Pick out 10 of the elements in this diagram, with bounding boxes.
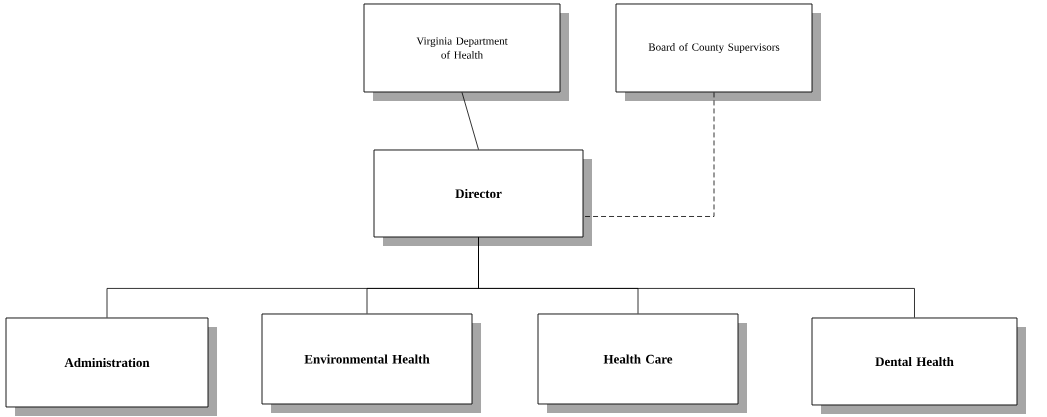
org-box: Environmental Health [261,313,481,413]
connector-line [478,237,915,318]
org-box: Administration [5,317,217,416]
connector-line [583,92,715,217]
org-box: Dental Health [811,317,1026,414]
org-box: Board of County Supervisors [615,3,821,101]
org-box: Virginia Department of Health [363,3,569,101]
connector-line [461,92,479,150]
org-box: Health Care [537,313,747,413]
org-box: Director [373,149,592,246]
